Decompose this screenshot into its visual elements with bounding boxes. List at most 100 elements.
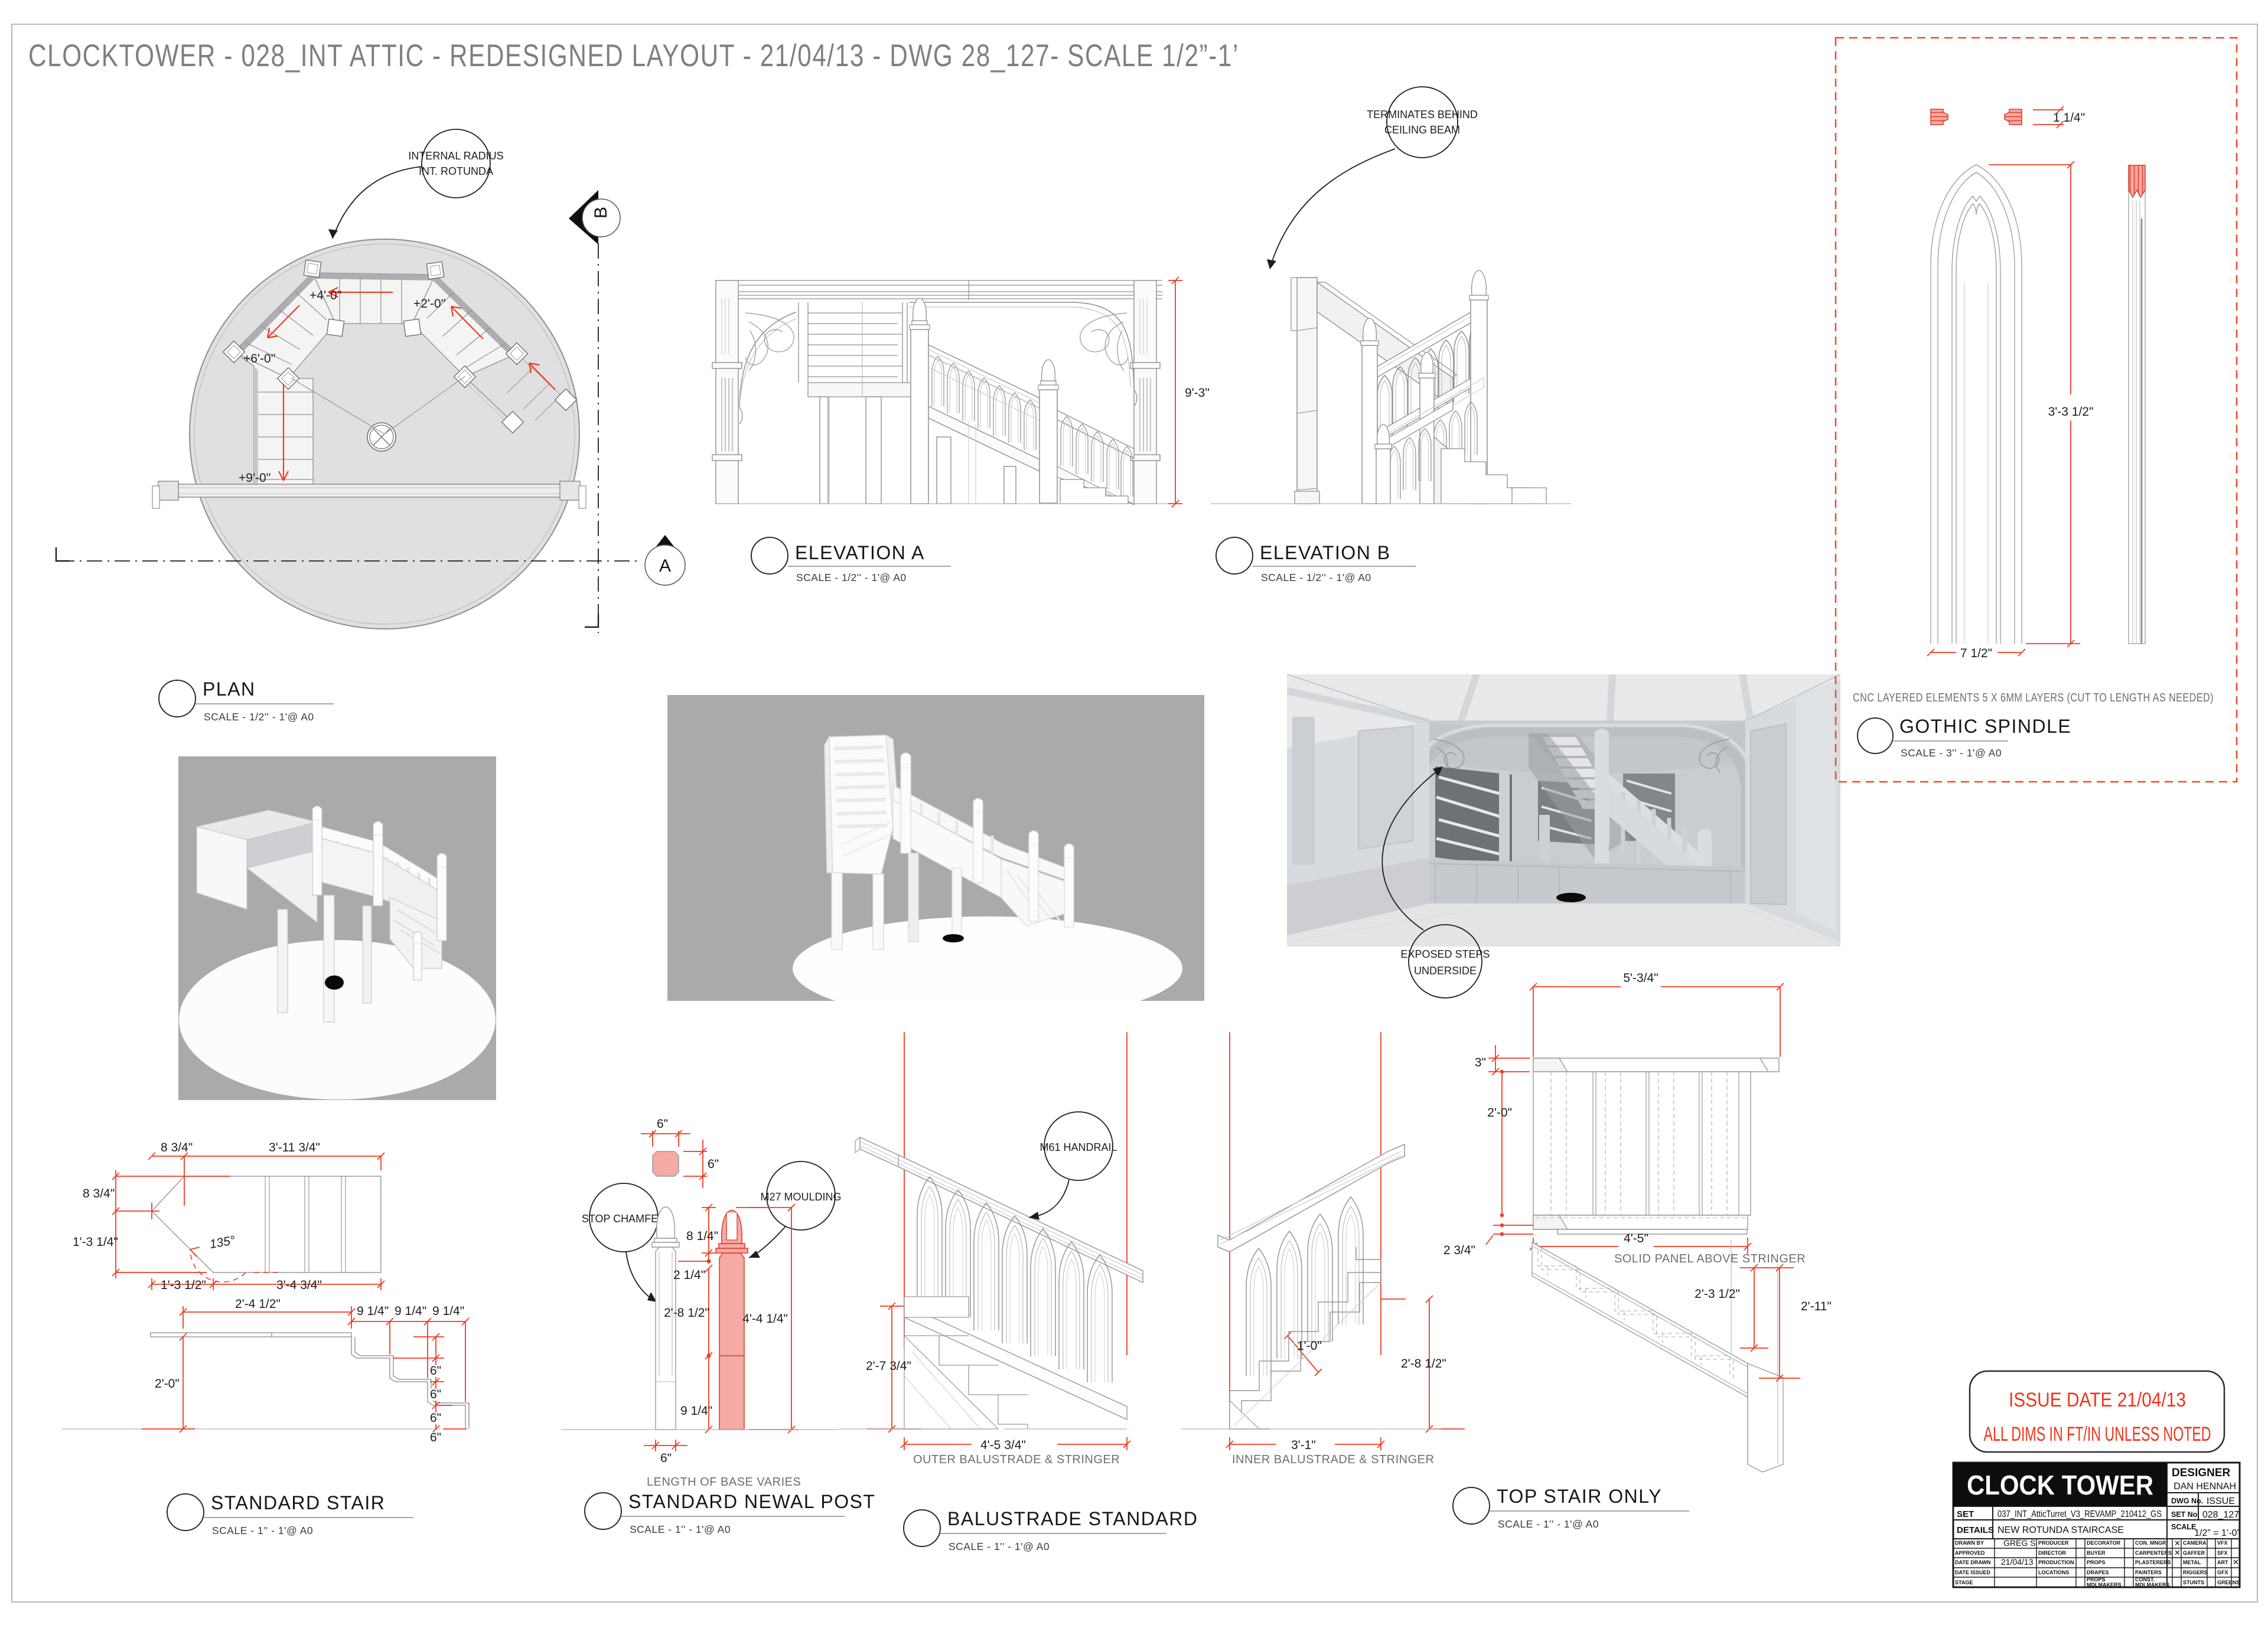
svg-text:DIRECTOR: DIRECTOR (2038, 1550, 2066, 1556)
svg-text:BUYER: BUYER (2087, 1550, 2106, 1556)
svg-text:2 1/4": 2 1/4" (673, 1268, 705, 1282)
svg-text:9 1/4": 9 1/4" (357, 1304, 389, 1318)
svg-text:6": 6" (430, 1388, 441, 1401)
svg-text:6": 6" (660, 1451, 672, 1465)
svg-text:CLOCK TOWER: CLOCK TOWER (1967, 1470, 2153, 1500)
svg-text:9'-3": 9'-3" (1185, 386, 1210, 400)
svg-text:CON. MNGR: CON. MNGR (2135, 1540, 2166, 1546)
svg-text:LOCATIONS: LOCATIONS (2038, 1569, 2069, 1575)
svg-text:SCALE - 3'' - 1'@ A0: SCALE - 3'' - 1'@ A0 (1901, 747, 2002, 759)
svg-text:PROPS: PROPS (2087, 1559, 2106, 1565)
svg-text:SCALE - 1/2'' - 1'@ A0: SCALE - 1/2'' - 1'@ A0 (1261, 572, 1371, 583)
svg-text:EXPOSED STEPS: EXPOSED STEPS (1400, 948, 1490, 960)
svg-text:VFX: VFX (2217, 1540, 2228, 1546)
svg-text:INT. ROTUNDA: INT. ROTUNDA (419, 165, 493, 177)
svg-text:2'-7 3/4": 2'-7 3/4" (866, 1359, 911, 1373)
svg-text:✕: ✕ (2174, 1548, 2181, 1557)
svg-text:8 3/4": 8 3/4" (161, 1141, 193, 1154)
svg-text:CONST.: CONST. (2135, 1577, 2155, 1582)
svg-text:DWG No.: DWG No. (2171, 1497, 2203, 1505)
svg-text:2 3/4": 2 3/4" (1443, 1244, 1475, 1257)
svg-text:PRODUCER: PRODUCER (2038, 1540, 2069, 1546)
svg-text:DECORATOR: DECORATOR (2087, 1540, 2121, 1546)
svg-text:PLAN: PLAN (203, 678, 256, 700)
svg-text:9 1/4": 9 1/4" (680, 1404, 712, 1418)
svg-text:SOLID PANEL ABOVE STRINGER: SOLID PANEL ABOVE STRINGER (1614, 1252, 1806, 1265)
svg-text:SCALE - 1'' - 1'@ A0: SCALE - 1'' - 1'@ A0 (212, 1525, 313, 1536)
svg-text:9 1/4": 9 1/4" (432, 1304, 464, 1318)
svg-text:6": 6" (430, 1364, 441, 1378)
svg-text:LENGTH OF BASE VARIES: LENGTH OF BASE VARIES (647, 1476, 801, 1489)
svg-text:1 1/4": 1 1/4" (2053, 111, 2085, 125)
svg-text:SET: SET (1957, 1509, 1974, 1519)
svg-text:✕: ✕ (2233, 1558, 2239, 1567)
svg-text:STUNTS: STUNTS (2183, 1580, 2204, 1585)
svg-text:SCALE - 1'' - 1'@ A0: SCALE - 1'' - 1'@ A0 (1498, 1518, 1599, 1530)
svg-text:GOTHIC SPINDLE: GOTHIC SPINDLE (1899, 716, 2071, 737)
svg-text:PAINTERS: PAINTERS (2135, 1569, 2162, 1575)
svg-text:2'-0": 2'-0" (155, 1377, 180, 1391)
svg-text:STANDARD STAIR: STANDARD STAIR (211, 1492, 385, 1513)
svg-text:2'-0": 2'-0" (1487, 1106, 1512, 1120)
svg-text:UNDERSIDE: UNDERSIDE (1414, 965, 1477, 977)
svg-text:DATE ISSUED: DATE ISSUED (1955, 1569, 1990, 1575)
svg-text:3": 3" (1475, 1056, 1486, 1069)
svg-text:B: B (591, 207, 611, 218)
svg-text:8 1/4": 8 1/4" (686, 1229, 718, 1243)
svg-text:DETAILS: DETAILS (1957, 1525, 1994, 1535)
svg-text:METAL: METAL (2183, 1559, 2201, 1565)
svg-text:BALUSTRADE STANDARD: BALUSTRADE STANDARD (947, 1508, 1198, 1529)
svg-text:1'-3 1/2": 1'-3 1/2" (161, 1278, 206, 1292)
svg-text:DESIGNER: DESIGNER (2172, 1467, 2231, 1479)
svg-text:5'-3/4": 5'-3/4" (1623, 971, 1658, 985)
svg-text:DRAPES: DRAPES (2087, 1569, 2109, 1575)
svg-text:ALL DIMS IN FT/IN UNLESS NOTED: ALL DIMS IN FT/IN UNLESS NOTED (1984, 1423, 2211, 1445)
svg-text:SCALE - 1'' - 1'@ A0: SCALE - 1'' - 1'@ A0 (949, 1541, 1050, 1552)
svg-text:+9'-0'': +9'-0'' (239, 471, 271, 485)
svg-text:DATE DRAWN: DATE DRAWN (1955, 1559, 1990, 1565)
svg-text:MDLMAKERS: MDLMAKERS (2135, 1582, 2170, 1588)
svg-text:2'-3 1/2": 2'-3 1/2" (1695, 1287, 1740, 1301)
svg-text:3'-11 3/4": 3'-11 3/4" (269, 1141, 320, 1154)
svg-text:SET No.: SET No. (2171, 1510, 2199, 1519)
svg-text:2'-8 1/2": 2'-8 1/2" (664, 1306, 709, 1320)
svg-text:3'-3 1/2": 3'-3 1/2" (2048, 405, 2094, 419)
svg-text:SCALE - 1/2'' - 1'@ A0: SCALE - 1/2'' - 1'@ A0 (796, 572, 907, 583)
svg-text:+2'-0'': +2'-0'' (413, 297, 446, 311)
svg-text:M27 MOULDING: M27 MOULDING (760, 1191, 841, 1203)
svg-text:NEW ROTUNDA STAIRCASE: NEW ROTUNDA STAIRCASE (1997, 1525, 2124, 1535)
svg-text:CLOCKTOWER - 028_INT ATTIC - R: CLOCKTOWER - 028_INT ATTIC - REDESIGNED … (28, 38, 1239, 73)
svg-text:STOP CHAMFER: STOP CHAMFER (582, 1213, 666, 1225)
svg-text:✕: ✕ (2174, 1539, 2181, 1548)
svg-text:ELEVATION A: ELEVATION A (795, 542, 925, 563)
svg-text:INTERNAL RADIUS: INTERNAL RADIUS (408, 150, 503, 162)
svg-text:TERMINATES BEHIND: TERMINATES BEHIND (1367, 109, 1478, 120)
svg-text:4'-5 3/4": 4'-5 3/4" (980, 1438, 1026, 1452)
svg-text:INNER BALUSTRADE & STRINGER: INNER BALUSTRADE & STRINGER (1232, 1453, 1434, 1466)
svg-text:DRAWN BY: DRAWN BY (1955, 1540, 1984, 1546)
svg-text:4'-4 1/4": 4'-4 1/4" (742, 1312, 788, 1326)
svg-text:STAGE: STAGE (1955, 1580, 1973, 1585)
svg-text:DAN HENNAH: DAN HENNAH (2174, 1482, 2236, 1492)
svg-text:CEILING BEAM: CEILING BEAM (1384, 124, 1460, 136)
svg-text:7 1/2": 7 1/2" (1960, 647, 1992, 660)
svg-text:STANDARD NEWAL POST: STANDARD NEWAL POST (628, 1491, 875, 1512)
svg-text:037_INT_AtticTurret_V3_REVAMP_: 037_INT_AtticTurret_V3_REVAMP_210412_GS (1997, 1509, 2162, 1519)
svg-text:SCALE - 1/2'' - 1'@ A0: SCALE - 1/2'' - 1'@ A0 (204, 711, 314, 723)
svg-text:3'-4 3/4": 3'-4 3/4" (276, 1278, 322, 1292)
svg-text:MDLMAKERS: MDLMAKERS (2087, 1582, 2122, 1588)
svg-text:APPROVED: APPROVED (1955, 1550, 1985, 1556)
svg-text:+6'-0'': +6'-0'' (243, 352, 276, 366)
svg-text:SCALE - 1'' - 1'@ A0: SCALE - 1'' - 1'@ A0 (630, 1523, 731, 1535)
svg-text:PRODUCTION: PRODUCTION (2038, 1559, 2074, 1565)
svg-text:8 3/4": 8 3/4" (83, 1187, 115, 1200)
svg-text:3'-1": 3'-1" (1291, 1438, 1316, 1452)
svg-text:2'-4 1/2": 2'-4 1/2" (235, 1297, 281, 1311)
svg-text:GFX: GFX (2217, 1569, 2228, 1575)
svg-text:CNC LAYERED ELEMENTS 5 X 6MM L: CNC LAYERED ELEMENTS 5 X 6MM LAYERS (CUT… (1853, 691, 2214, 704)
svg-text:OUTER BALUSTRADE & STRINGER: OUTER BALUSTRADE & STRINGER (913, 1453, 1120, 1466)
svg-text:6": 6" (430, 1431, 441, 1444)
svg-text:4'-5": 4'-5" (1624, 1232, 1648, 1245)
svg-text:21/04/13: 21/04/13 (2001, 1557, 2034, 1567)
svg-text:ELEVATION B: ELEVATION B (1260, 542, 1391, 563)
